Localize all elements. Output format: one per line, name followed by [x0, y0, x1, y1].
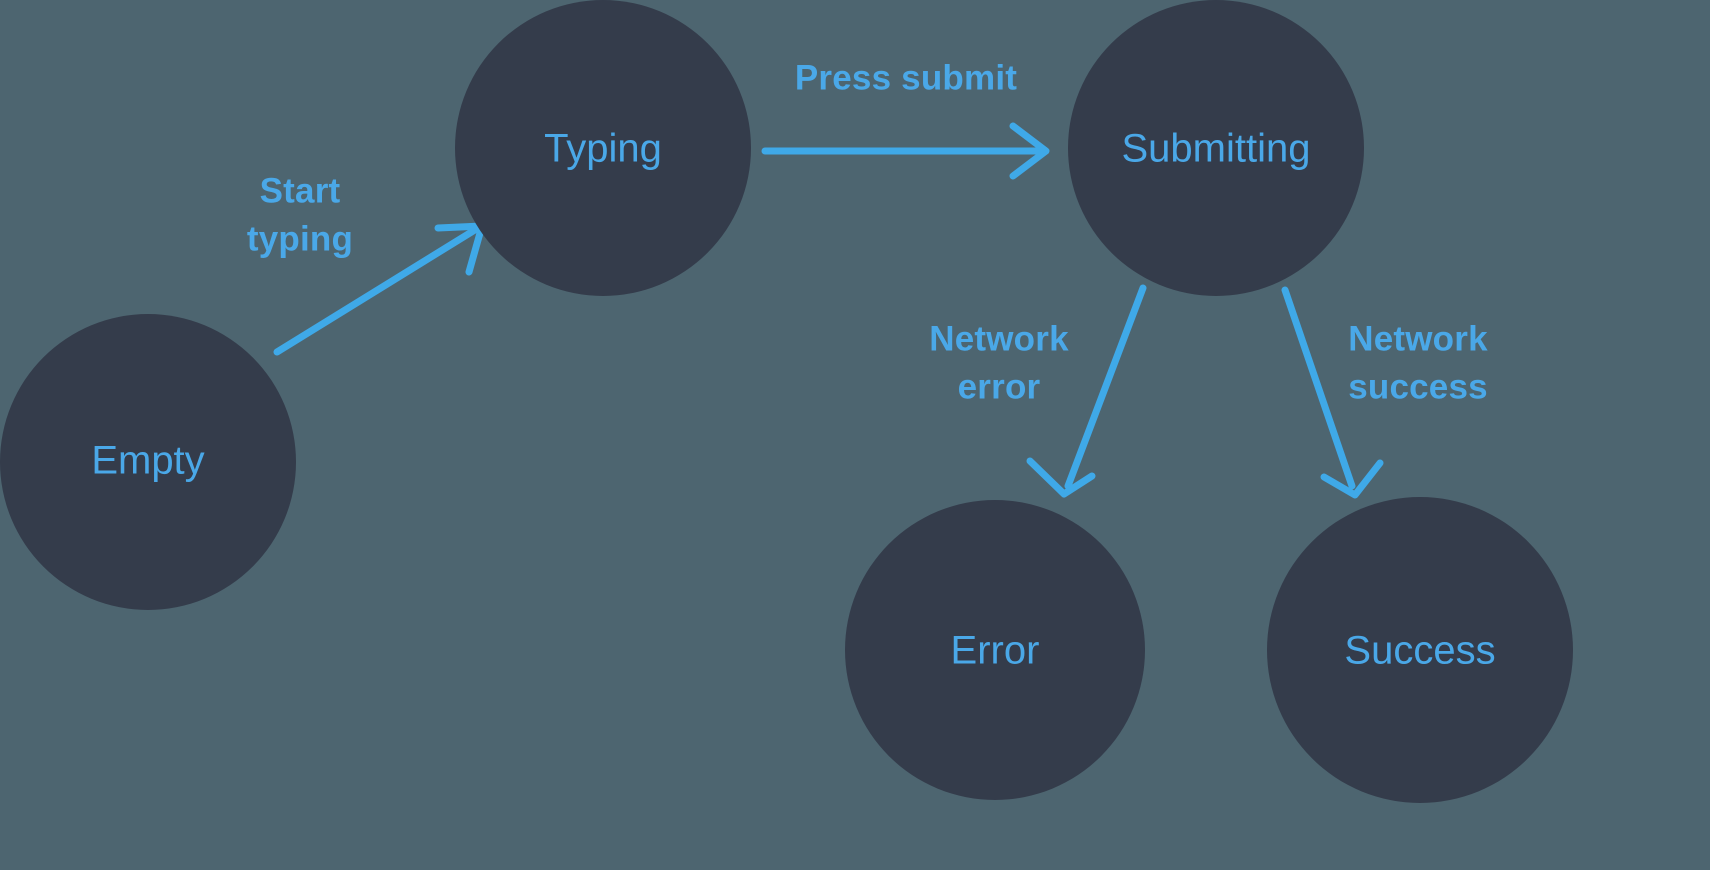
edge-label-network-success: Network success	[1348, 319, 1488, 406]
node-empty-label: Empty	[91, 439, 204, 483]
edge-label-network-success-line1: Network	[1348, 319, 1488, 358]
node-success[interactable]: Success	[1267, 497, 1573, 803]
node-submitting-circle[interactable]	[1068, 0, 1364, 296]
node-success-circle[interactable]	[1267, 497, 1573, 803]
edge-press-submit	[761, 122, 1050, 180]
node-submitting-label: Submitting	[1122, 127, 1311, 171]
edge-network-error	[1026, 284, 1147, 498]
node-error-circle[interactable]	[845, 500, 1145, 800]
edge-label-network-error-line2: error	[958, 367, 1041, 406]
node-submitting[interactable]: Submitting	[1068, 0, 1364, 296]
node-typing-label: Typing	[544, 127, 662, 171]
edge-network-error-arrowhead	[1026, 457, 1096, 498]
edge-label-press-submit: Press submit	[795, 58, 1017, 97]
node-typing[interactable]: Typing	[455, 0, 751, 296]
edge-label-network-success-line2: success	[1348, 367, 1488, 406]
edge-label-network-error: Network error	[929, 319, 1069, 406]
node-error[interactable]: Error	[845, 500, 1145, 800]
node-typing-circle[interactable]	[455, 0, 751, 296]
edge-label-network-error-line1: Network	[929, 319, 1069, 358]
edge-label-start-typing: Start typing	[247, 171, 353, 258]
edge-network-success	[1281, 286, 1384, 499]
edge-network-error-line	[1064, 284, 1147, 490]
edge-label-start-typing-line1: Start	[260, 171, 341, 210]
node-success-label: Success	[1344, 629, 1495, 673]
edge-press-submit-arrowhead	[1009, 122, 1050, 180]
node-empty-circle[interactable]	[0, 314, 296, 610]
node-error-label: Error	[951, 629, 1040, 673]
edge-start-typing-line	[273, 224, 482, 356]
edge-label-start-typing-line2: typing	[247, 219, 353, 258]
node-empty[interactable]: Empty	[0, 314, 296, 610]
edge-label-press-submit-line1: Press submit	[795, 58, 1017, 97]
edge-network-success-arrowhead	[1320, 459, 1384, 499]
edge-network-success-line	[1281, 286, 1356, 490]
